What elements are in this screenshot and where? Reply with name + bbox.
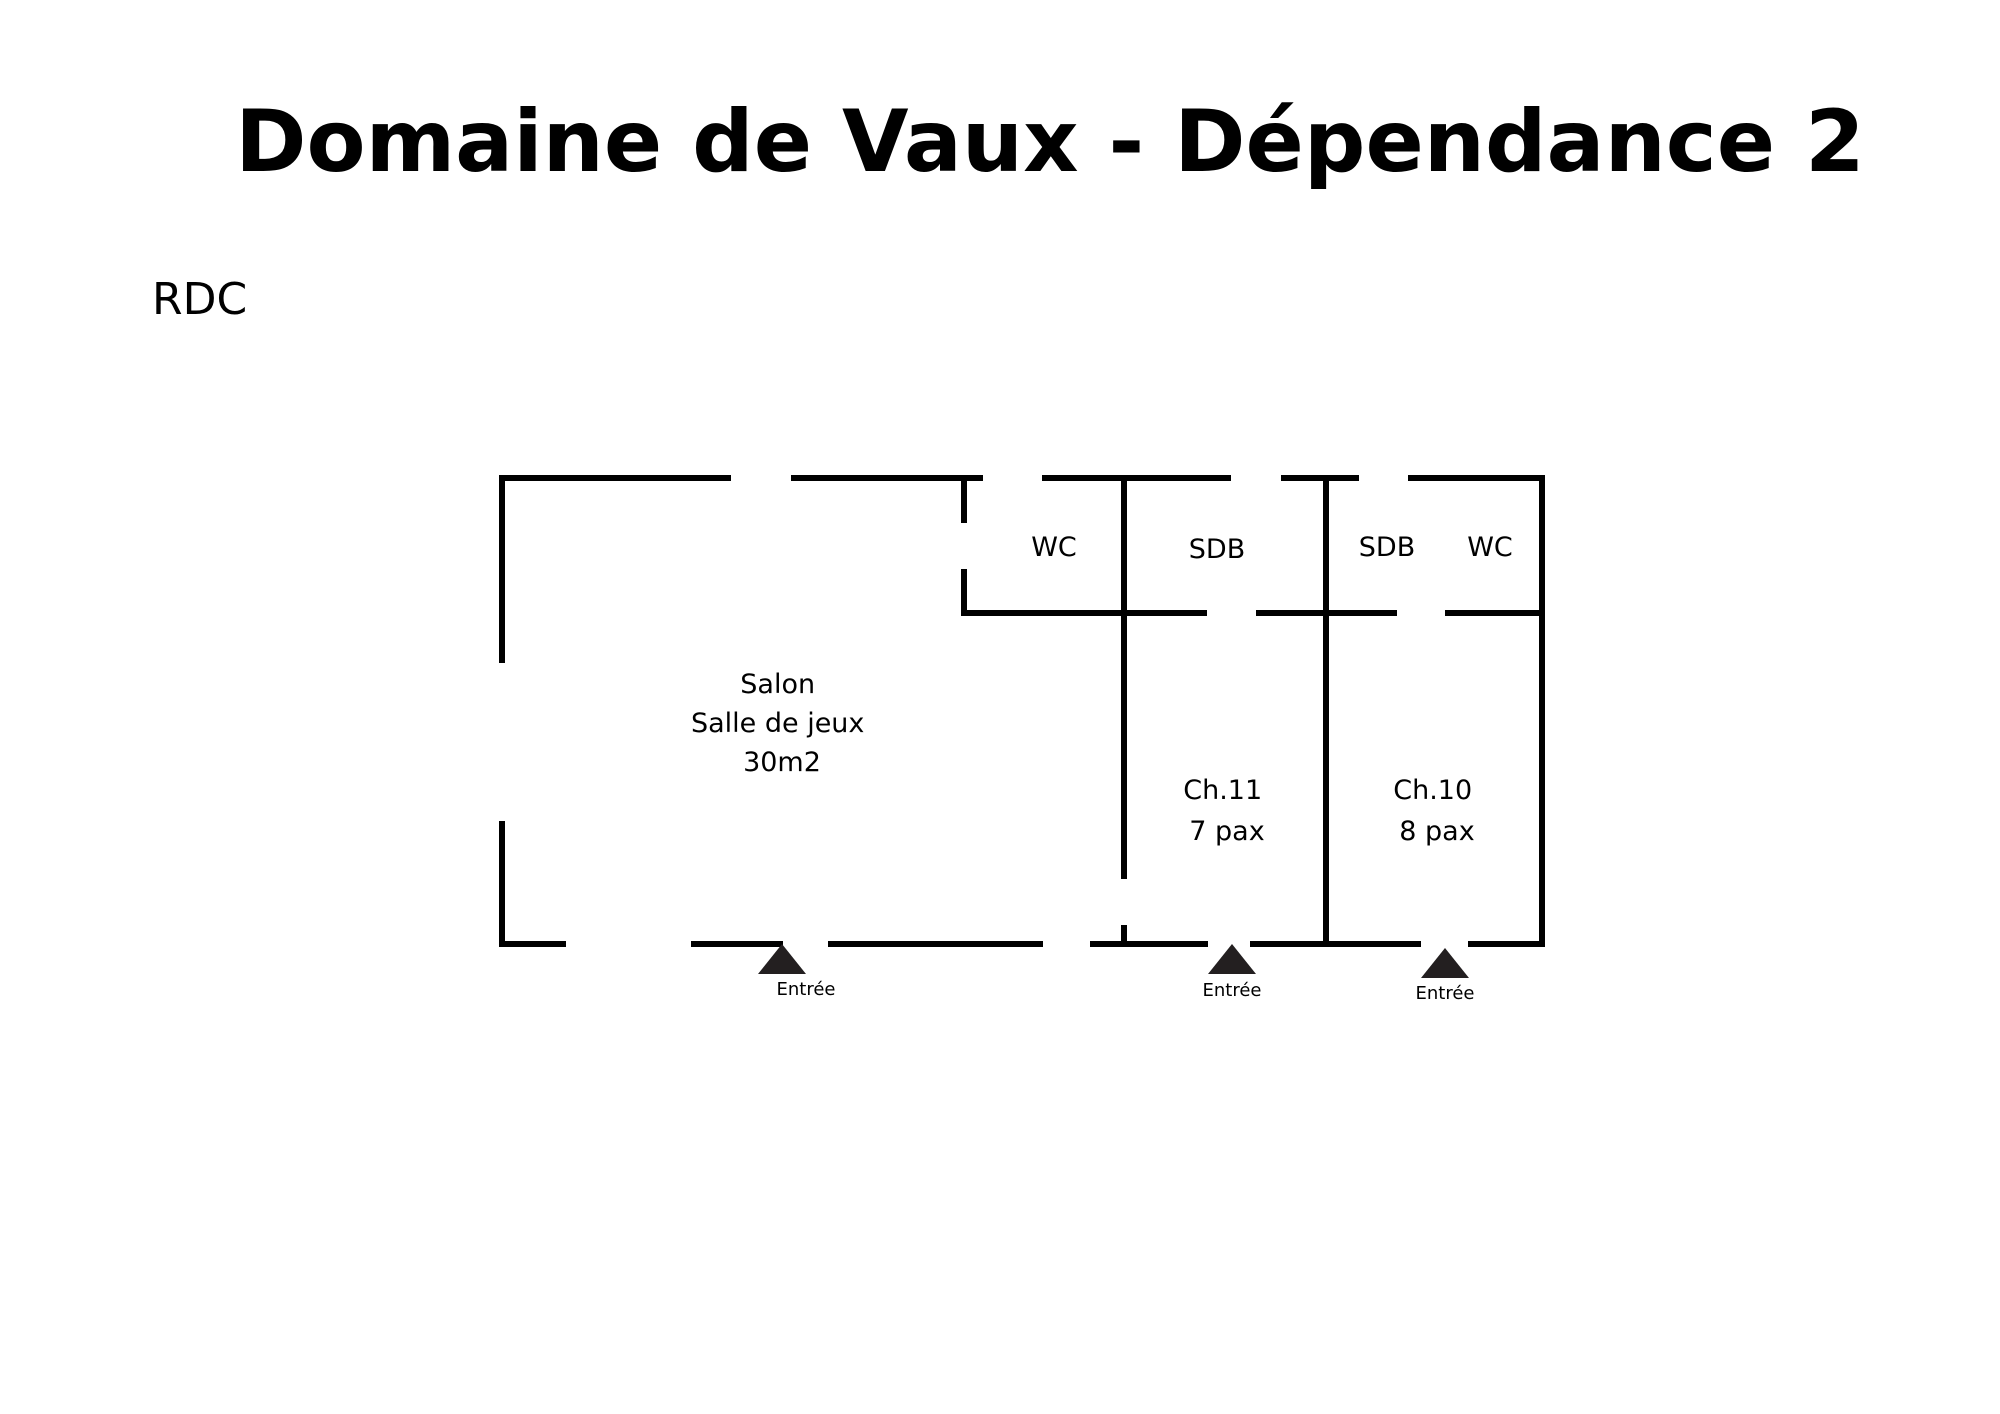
entrance-label: Entrée (1203, 980, 1262, 1001)
entrance-3: Entrée (1416, 948, 1475, 1004)
entrance-1: Entrée (758, 944, 836, 1000)
entrance-arrow-icon (758, 944, 806, 974)
walls (499, 475, 1545, 947)
room-label-ch10: Ch.10 8 pax (1393, 775, 1481, 847)
room-label-salon-name: Salon (740, 669, 815, 700)
room-label-wc-left: WC (1031, 532, 1077, 563)
entrance-arrow-icon (1421, 948, 1469, 978)
room-label-ch10-name: Ch.10 (1393, 775, 1472, 806)
room-label-sdb-right: SDB (1359, 532, 1415, 563)
room-label-ch10-capacity: 8 pax (1399, 816, 1474, 847)
room-label-salon: Salon Salle de jeux 30m2 (691, 669, 873, 778)
entrance-label: Entrée (777, 979, 836, 1000)
floor-label: RDC (152, 274, 248, 325)
entrance-label: Entrée (1416, 983, 1475, 1004)
room-label-salon-area: 30m2 (743, 747, 821, 778)
room-label-wc-right: WC (1467, 532, 1513, 563)
page-title: Domaine de Vaux - Dépendance 2 (235, 92, 1865, 192)
entrance-arrow-icon (1208, 944, 1256, 974)
entrance-2: Entrée (1203, 944, 1262, 1001)
room-label-sdb-left: SDB (1189, 534, 1245, 565)
room-label-ch11: Ch.11 7 pax (1183, 775, 1271, 847)
room-label-ch11-capacity: 7 pax (1189, 816, 1264, 847)
room-label-salon-use: Salle de jeux (691, 708, 864, 739)
room-label-ch11-name: Ch.11 (1183, 775, 1262, 806)
